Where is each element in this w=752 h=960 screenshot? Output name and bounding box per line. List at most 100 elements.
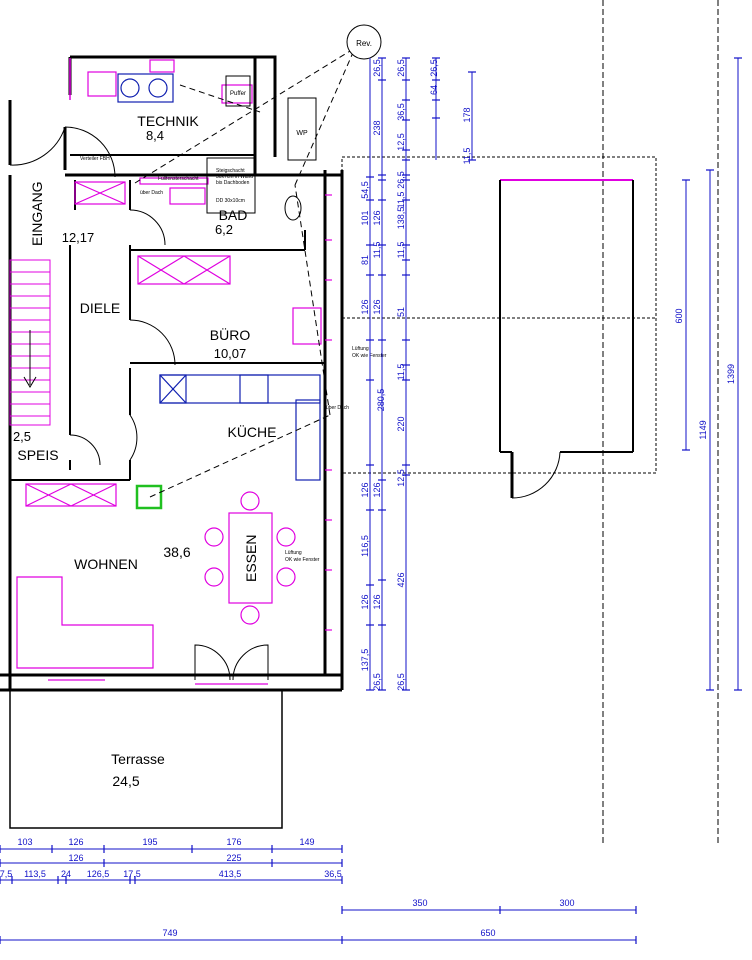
dim-label: 126 (360, 482, 370, 497)
steigschacht-line3: bis Dachboden (216, 180, 250, 186)
terrace-outline (9, 689, 283, 829)
dim-label: 26,5 (429, 59, 439, 77)
marker-box (135, 484, 163, 510)
lueftung-label: OK wie Fenster (285, 557, 320, 563)
service-lines (134, 47, 356, 498)
dim-label: 126 (372, 210, 382, 225)
verteiler-label: Verteiler FBH (80, 156, 110, 162)
bottom-dimensions: 103 126 195 176 149 126 225 7,5 113,5 24… (0, 837, 575, 938)
dim-label: 1149 (698, 420, 708, 439)
dim-label: 280,5 (376, 389, 386, 412)
kitchen-units (117, 73, 321, 481)
dim-label: 11,5 (462, 148, 472, 165)
dim-label: 149 (299, 837, 314, 847)
vertical-dimensions: 54,5 101 81 126 126 116,5 126 137,5 26,5… (360, 59, 736, 691)
dim-label: 126 (372, 594, 382, 609)
dimension-ticks (0, 57, 742, 944)
steigschacht-line2: 30x7cm in Wand (216, 174, 253, 180)
dim-label: 113,5 (24, 869, 46, 879)
dim-label: 26,5 (396, 59, 406, 77)
lueftung-label: Lüftung (285, 550, 302, 556)
steigschacht-line1: Steigschacht (216, 168, 245, 174)
ueber-dach-label: über Dach (140, 190, 163, 196)
toilet (284, 195, 302, 221)
room-bad-area: 6,2 (215, 222, 233, 237)
room-bad-name: BAD (219, 207, 248, 223)
dim-label: 26,5 (396, 171, 406, 189)
dim-label: 138,5 (396, 207, 406, 230)
puffer-label: Puffer (230, 91, 246, 97)
steigschacht-box (206, 157, 256, 214)
dim-label: 51 (396, 307, 406, 317)
room-speis-area: 2,5 (13, 429, 31, 444)
room-terrasse-area: 24,5 (112, 773, 139, 789)
dim-label: 26,5 (372, 59, 382, 77)
lueftung-label: Lüftung (352, 346, 369, 352)
room-terrasse-name: Terrasse (111, 751, 165, 767)
dim-label: 300 (559, 898, 574, 908)
dim-label: 36,5 (396, 103, 406, 121)
room-buero-area: 10,07 (214, 346, 247, 361)
dim-label: 749 (162, 928, 177, 938)
rev-circle (346, 24, 382, 60)
dim-label: 600 (674, 308, 684, 323)
dim-label: 195 (142, 837, 157, 847)
room-technik-name: TECHNIK (137, 113, 199, 129)
dim-label: 426 (396, 572, 406, 587)
dim-label: 11,5 (396, 242, 406, 259)
dim-label: 137,5 (360, 649, 370, 672)
dim-label: 126 (68, 837, 83, 847)
dim-label: 413,5 (219, 869, 242, 879)
room-speis-name: SPEIS (17, 447, 58, 463)
fixtures (16, 58, 332, 685)
rev-label: Rev. (356, 39, 372, 48)
room-eingang-name: EINGANG (29, 181, 45, 246)
stair-arrowhead (23, 376, 37, 388)
fensterschacht-label: Füllfensterschacht (158, 176, 199, 182)
dim-label: 24 (61, 869, 71, 879)
dim-label: 12,5 (396, 469, 406, 487)
door-swing (511, 451, 561, 499)
inner-walls (10, 154, 325, 481)
dim-label: 64 (429, 85, 439, 95)
dim-label: 36,5 (324, 869, 342, 879)
dim-label: 11,5 (396, 364, 406, 381)
dim-label: 220 (396, 416, 406, 431)
dim-label: 81 (360, 255, 370, 265)
dim-label: 126 (372, 482, 382, 497)
room-wohnen-name: WOHNEN (74, 556, 138, 572)
dim-label: 126,5 (87, 869, 110, 879)
room-essen-name: ESSEN (243, 535, 259, 582)
lueftung-label: OK wie Fenster (352, 353, 387, 359)
dim-label: 126 (68, 853, 83, 863)
dd-label: DD 30x10cm (216, 198, 245, 204)
ueber-dach-label: über Dach (326, 405, 349, 411)
dim-label: 176 (226, 837, 241, 847)
dimension-lines (0, 58, 739, 941)
dim-label: 1399 (726, 364, 736, 384)
wp-label: WP (296, 130, 308, 137)
puffer-box (225, 75, 251, 107)
room-eingang-area: 12,17 (62, 230, 95, 245)
room-kueche-name: KÜCHE (227, 423, 276, 440)
dim-label: 103 (17, 837, 32, 847)
room-technik-area: 8,4 (146, 128, 164, 143)
dim-label: 126 (360, 299, 370, 314)
room-diele-name: DIELE (80, 300, 120, 316)
dim-label: 101 (360, 210, 370, 225)
outer-walls (0, 55, 344, 692)
dim-label: 12,5 (396, 133, 406, 151)
room-buero-name: BÜRO (210, 326, 251, 343)
dim-label: 26,5 (372, 673, 382, 691)
dim-label: 17,5 (123, 869, 141, 879)
dim-label: 11,5 (372, 242, 382, 259)
dim-label: 126 (372, 299, 382, 314)
dim-label: 238 (372, 120, 382, 135)
dim-label: 116,5 (360, 535, 370, 557)
room-wohnen-area: 38,6 (163, 544, 190, 560)
doors (9, 126, 269, 681)
dim-label: 650 (480, 928, 495, 938)
dim-label: 350 (412, 898, 427, 908)
dim-label: 11,5 (396, 192, 406, 209)
